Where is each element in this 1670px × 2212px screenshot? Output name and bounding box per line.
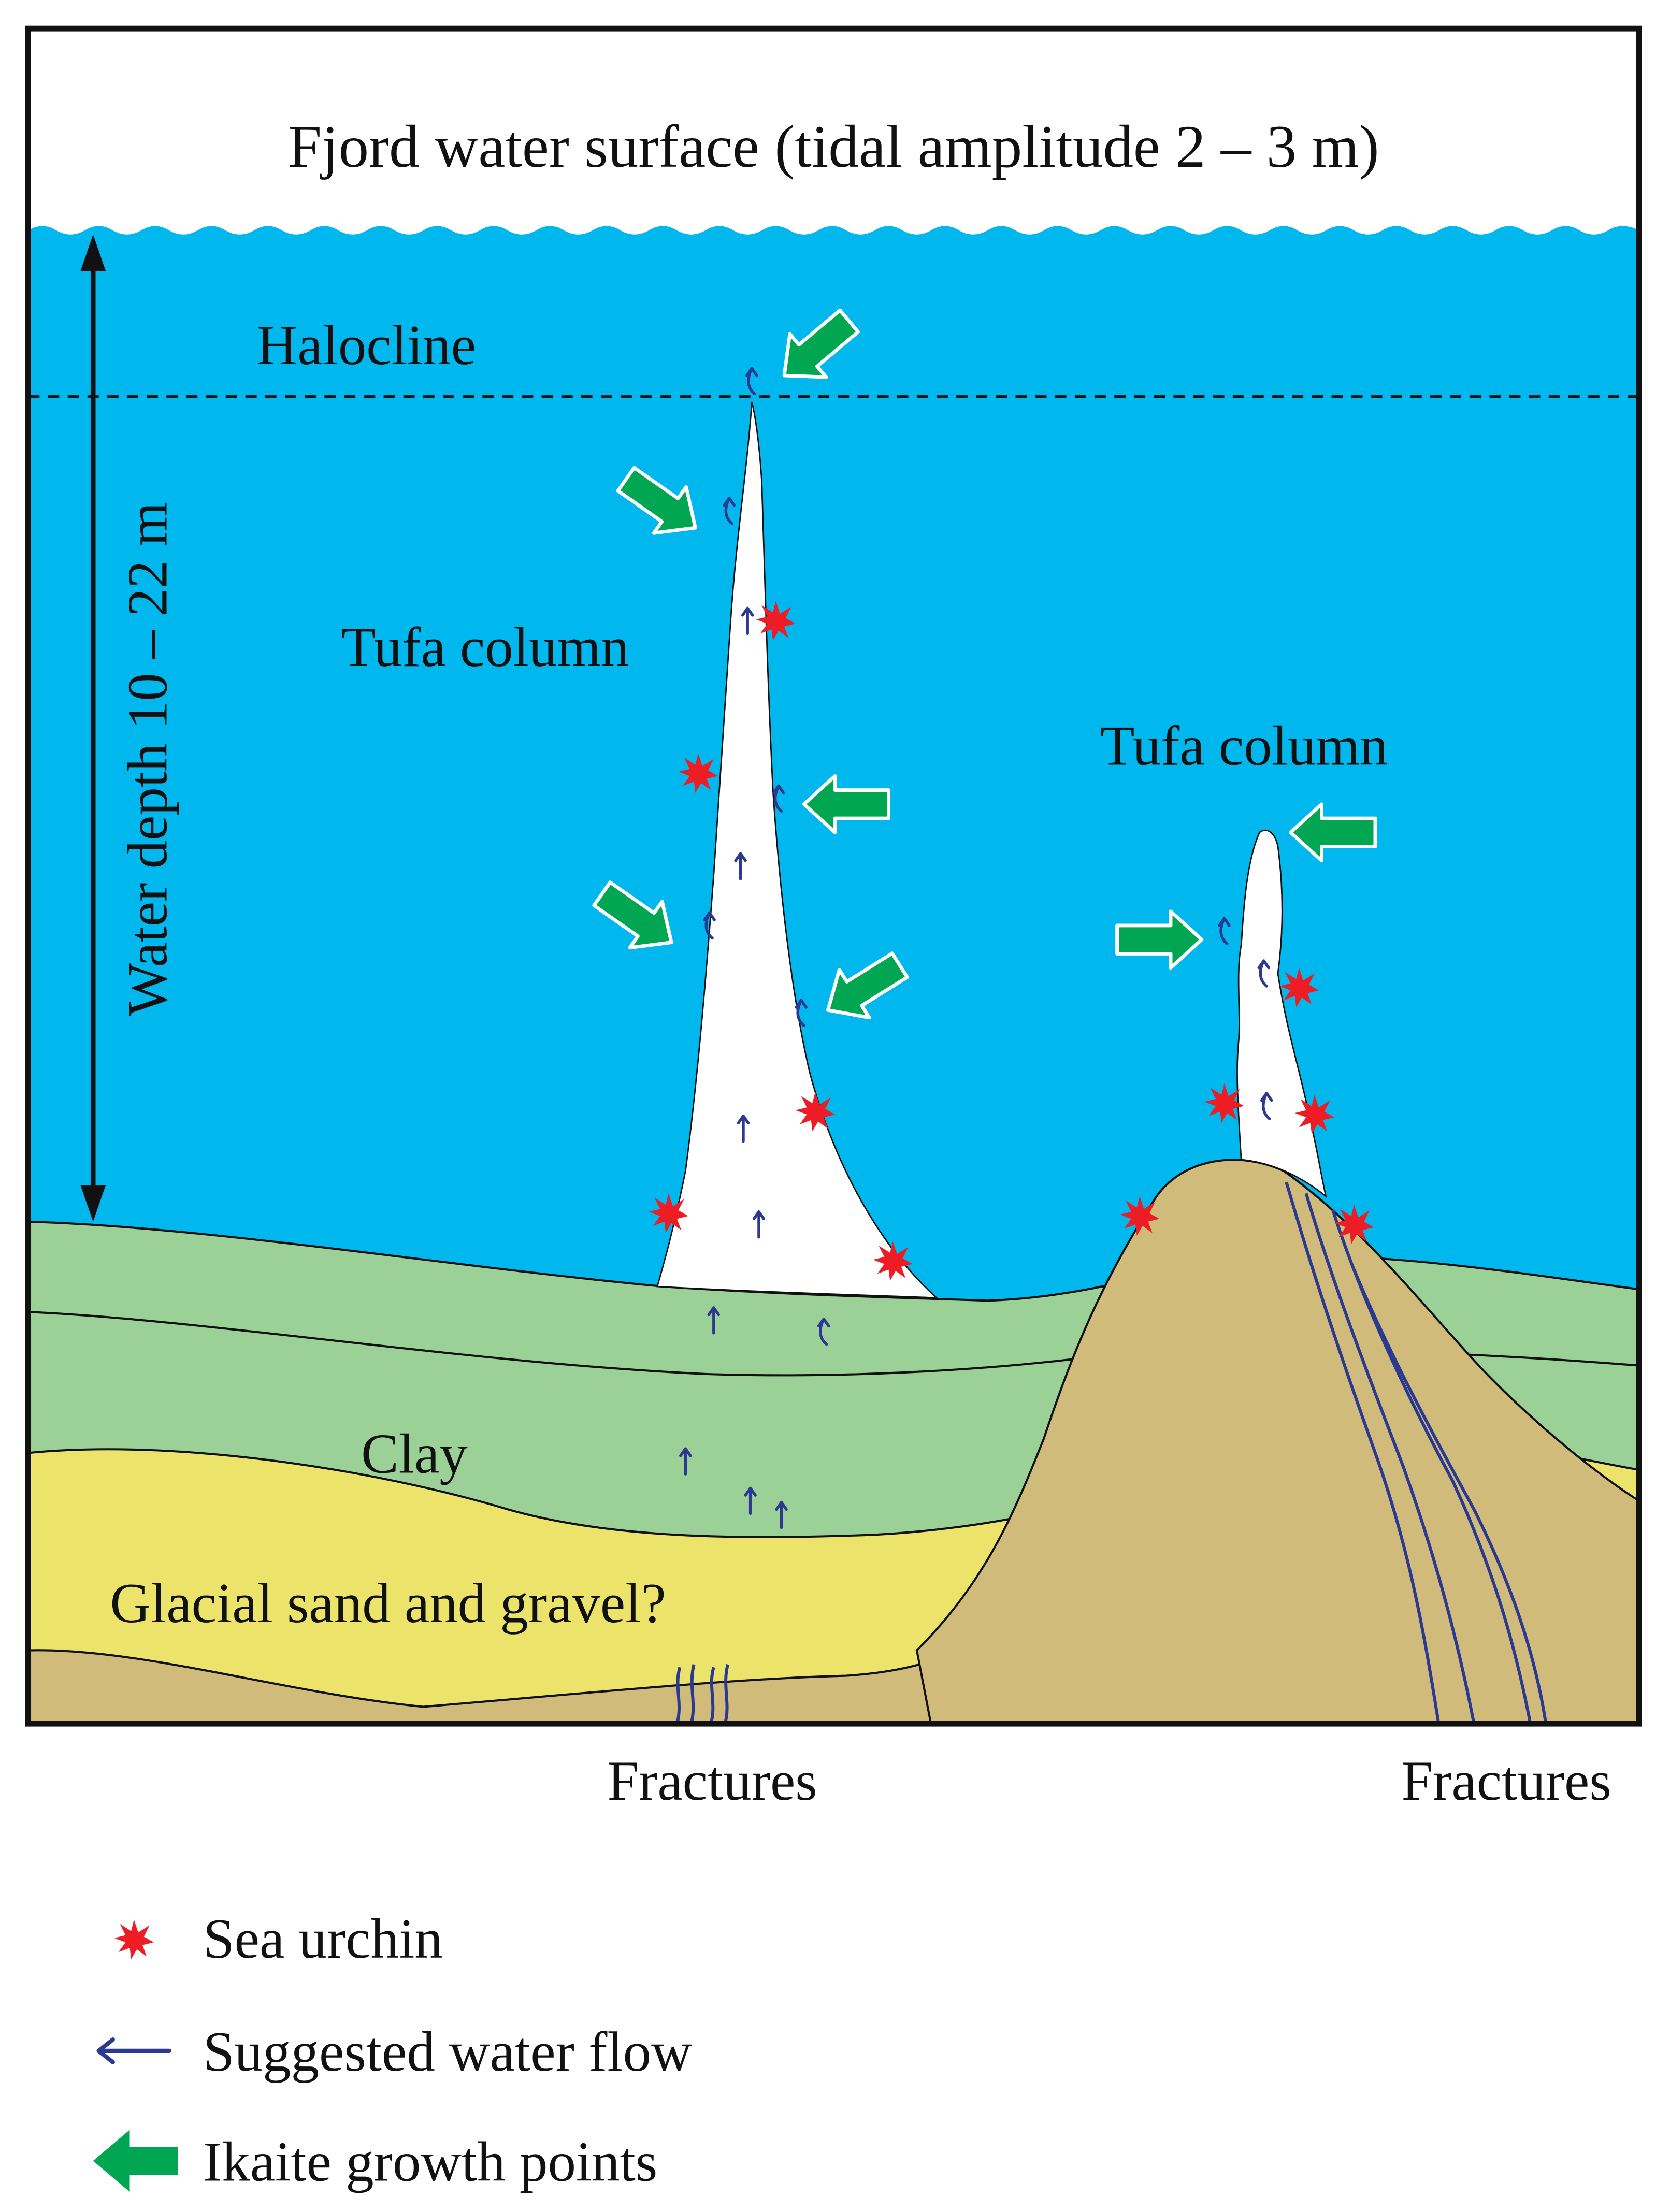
legend-sea-urchin-label: Sea urchin [203, 1907, 443, 1970]
sand-gravel-layer [27, 1448, 1017, 1725]
tufa-column-left-label: Tufa column [341, 616, 629, 678]
fractures-left-bottom [675, 1664, 729, 1724]
sand-gravel-label: Glacial sand and gravel? [110, 1572, 666, 1635]
legend-ikaite-growth-icon [93, 2130, 178, 2192]
legend-ikaite-growth-label: Ikaite growth points [203, 2130, 657, 2193]
water-depth-label: Water depth 10 – 22 m [116, 502, 179, 1016]
tufa-column-right-label: Tufa column [1100, 715, 1388, 777]
fractures-right-label: Fractures [1402, 1750, 1611, 1812]
bedrock-mound [915, 1159, 1640, 1725]
legend: Sea urchin Suggested water flow Ikaite g… [93, 1907, 692, 2193]
surface-label: Fjord water surface (tidal amplitude 2 –… [288, 113, 1379, 180]
clay-label: Clay [361, 1422, 468, 1485]
depth-double-arrow [80, 234, 106, 1222]
fractures-left-label: Fractures [607, 1750, 817, 1812]
legend-water-flow-icon [96, 2037, 171, 2064]
legend-sea-urchin-icon [114, 1919, 154, 1959]
legend-water-flow-label: Suggested water flow [203, 2020, 692, 2083]
frame-border [25, 25, 1642, 1727]
water-surface-line [27, 223, 1640, 235]
halocline-label: Halocline [257, 314, 476, 377]
tufa-column-left [656, 402, 939, 1299]
fractures-right-mound [1285, 1181, 1548, 1724]
